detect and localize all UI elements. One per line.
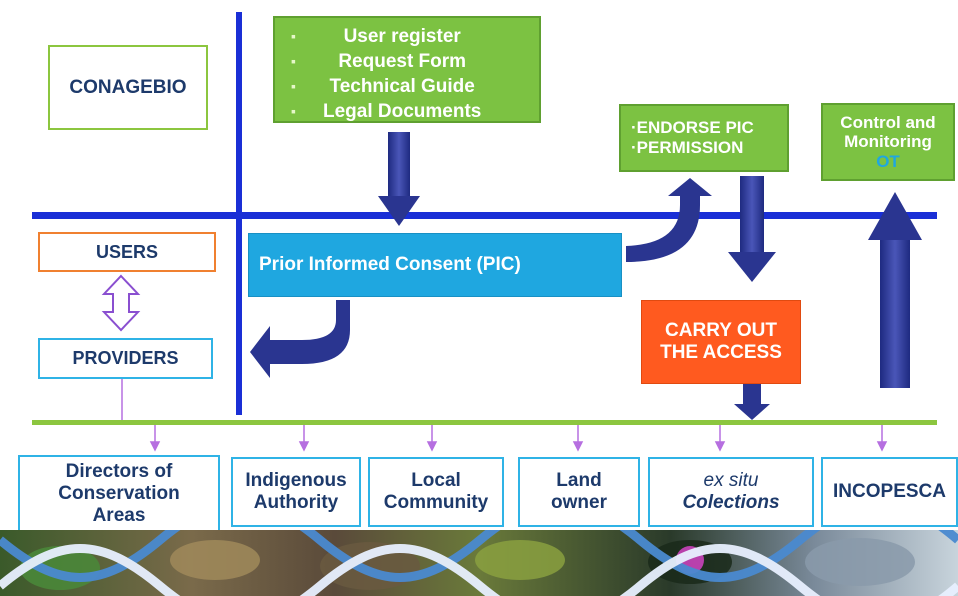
bullet-icon: ▪ [291, 78, 296, 94]
carry-out-access-box: CARRY OUT THE ACCESS [641, 300, 801, 384]
local-line1: Local [411, 470, 461, 492]
pic-box: Prior Informed Consent (PIC) [248, 233, 622, 297]
indigenous-line2: Authority [253, 492, 339, 513]
green-baseline [32, 420, 937, 425]
ex-situ-line2: Colections [682, 492, 780, 513]
control-label-line1: Control and [840, 112, 936, 132]
incopesca-box: INCOPESCA [821, 457, 958, 527]
indigenous-line1: Indigenous [245, 470, 347, 492]
dna-helix [0, 530, 958, 596]
down-arrow-access [734, 384, 770, 420]
directors-line3: Areas [92, 504, 146, 526]
land-line2: owner [551, 492, 607, 513]
access-label-line1: CARRY OUT [665, 320, 777, 342]
curved-arrow-to-providers [250, 300, 350, 378]
bullet-icon: ▪ [291, 53, 296, 69]
ex-situ-line1: ex situ [703, 470, 759, 492]
connector-lines [121, 378, 888, 452]
conagebio-label: CONAGEBIO [69, 76, 187, 98]
providers-label: PROVIDERS [72, 348, 179, 369]
permission-label: ·PERMISSION [631, 138, 744, 157]
requirement-item: ▪ Request Form [289, 49, 481, 74]
users-box: USERS [38, 232, 216, 272]
requirement-label: User register [343, 26, 461, 47]
land-owner-box: Land owner [518, 457, 640, 527]
ex-situ-box: ex situ Colections [648, 457, 814, 527]
up-arrow-control [868, 192, 922, 388]
double-arrow-icon [101, 274, 141, 332]
curved-arrow-to-endorse [626, 178, 712, 262]
horizontal-axis-line [32, 212, 937, 219]
requirement-label: Request Form [338, 51, 467, 72]
providers-box: PROVIDERS [38, 338, 213, 379]
land-line1: Land [556, 470, 602, 492]
requirements-list: ▪ User register ▪ Request Form ▪ Technical … [289, 24, 481, 124]
directors-line2: Conservation [58, 483, 180, 505]
requirement-item: ▪ Legal Documents [289, 99, 481, 124]
requirement-label: Legal Documents [323, 101, 482, 122]
bullet-icon: ▪ [291, 28, 296, 44]
endorse-pic-label: ·ENDORSE PIC [631, 118, 754, 138]
ot-label: OT [876, 151, 900, 171]
directors-line1: Directors of [65, 461, 173, 483]
down-arrow-endorse [728, 176, 776, 282]
requirement-label: Technical Guide [329, 76, 475, 97]
endorse-box: ·ENDORSE PIC ·PERMISSION [619, 104, 789, 172]
directors-box: Directors of Conservation Areas [18, 455, 220, 533]
conagebio-box: CONAGEBIO [48, 45, 208, 130]
down-arrow-requirements [378, 132, 420, 226]
indigenous-box: Indigenous Authority [231, 457, 361, 527]
local-line2: Community [383, 492, 489, 513]
users-label: USERS [95, 241, 158, 262]
photo-strip [0, 530, 958, 596]
requirement-item: ▪ Technical Guide [289, 74, 481, 99]
local-community-box: Local Community [368, 457, 504, 527]
dna-strip-image [0, 530, 958, 596]
bullet-icon: ▪ [291, 103, 296, 119]
pic-label: Prior Informed Consent (PIC) [259, 254, 521, 276]
control-box: Control and Monitoring OT [821, 103, 955, 181]
vertical-axis-line [236, 12, 242, 415]
access-label-line2: THE ACCESS [660, 342, 782, 363]
incopesca-label: INCOPESCA [833, 481, 946, 503]
requirement-item: ▪ User register [289, 24, 481, 49]
control-label-line2: Monitoring [844, 132, 932, 152]
requirements-box: ▪ User register ▪ Request Form ▪ Technical … [273, 16, 541, 123]
